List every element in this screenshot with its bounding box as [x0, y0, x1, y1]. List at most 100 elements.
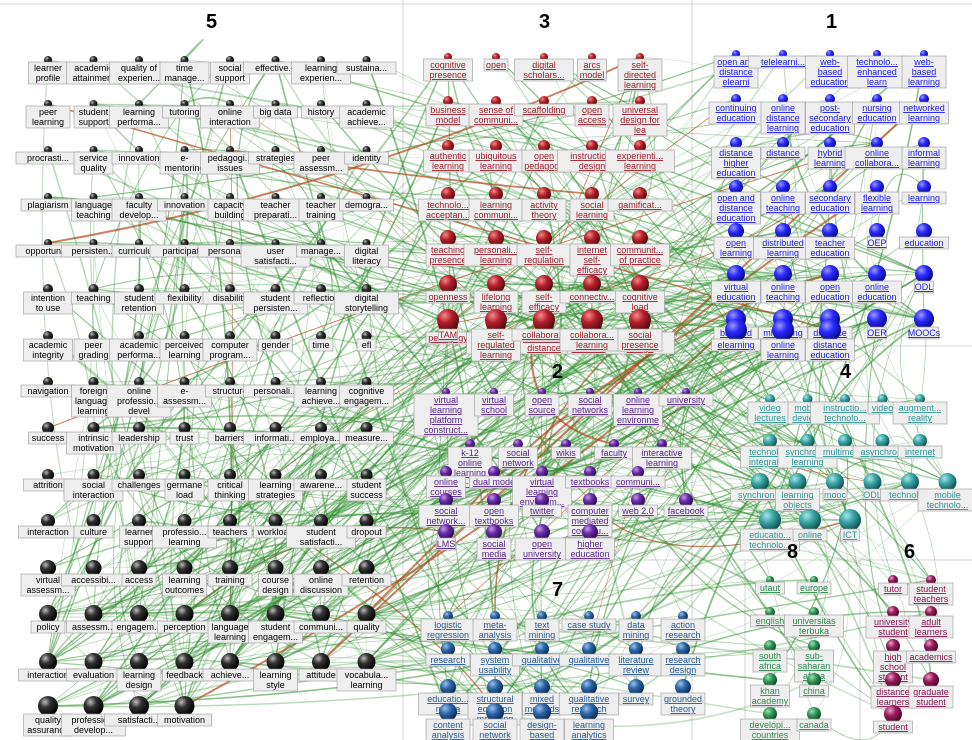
network-node[interactable]: OER — [867, 309, 887, 340]
network-node[interactable]: gender — [258, 331, 293, 352]
network-node[interactable]: engagem... — [111, 605, 167, 634]
network-node[interactable]: structure — [205, 377, 255, 398]
network-node[interactable]: faculty — [594, 439, 634, 460]
network-node[interactable]: developi...countries — [740, 707, 800, 740]
network-node[interactable]: LMS — [436, 524, 456, 551]
network-node[interactable]: learning — [901, 180, 947, 205]
network-node[interactable]: facebook — [663, 493, 709, 518]
network-node[interactable]: accessibi... — [61, 560, 126, 587]
network-node[interactable]: design-basedresearch — [519, 703, 565, 740]
network-node[interactable]: training — [207, 560, 253, 587]
network-node[interactable]: open — [483, 53, 509, 72]
network-node[interactable]: textbooks — [565, 466, 615, 489]
network-node[interactable]: trust — [169, 422, 200, 445]
network-node[interactable]: openness — [425, 275, 471, 304]
network-node[interactable]: employa... — [293, 422, 349, 445]
network-node[interactable]: professio...learning — [152, 514, 217, 549]
network-node[interactable]: teaching — [71, 284, 116, 305]
network-node[interactable]: mooc — [822, 473, 848, 502]
network-node[interactable]: ICT — [839, 509, 861, 542]
network-node[interactable]: attitude — [298, 653, 344, 682]
network-node[interactable]: tutoring — [162, 100, 207, 119]
network-node[interactable]: socialnetworkanalysis — [472, 703, 518, 740]
network-node[interactable]: university — [658, 388, 714, 407]
network-node[interactable]: academics — [906, 639, 956, 664]
network-node[interactable]: education — [899, 223, 949, 250]
network-node[interactable]: ODL — [862, 473, 883, 502]
network-node[interactable]: telelearni... — [748, 50, 818, 69]
network-node[interactable]: experienti...learning — [605, 140, 675, 173]
network-node[interactable]: technolo...acceptan... — [418, 187, 478, 222]
network-node[interactable]: MOOCs — [908, 309, 941, 340]
network-node[interactable]: measure... — [339, 422, 394, 445]
network-node[interactable]: dropout — [346, 514, 387, 539]
network-node[interactable]: barriers — [207, 422, 253, 445]
network-node[interactable]: connectiv... — [559, 275, 625, 304]
network-node[interactable]: culture — [73, 514, 114, 539]
network-node[interactable]: scaffolding — [514, 96, 574, 117]
network-node[interactable]: achieve... — [202, 653, 258, 682]
network-node[interactable]: innovation — [157, 193, 212, 212]
network-node[interactable]: case study — [561, 611, 617, 632]
network-node[interactable]: success — [28, 422, 68, 445]
network-node[interactable]: collabora...learning — [559, 309, 625, 352]
network-node[interactable]: tutor — [878, 575, 908, 596]
network-node[interactable]: big data — [253, 100, 298, 119]
network-node[interactable]: internet — [897, 434, 943, 459]
network-node[interactable]: persisten... — [61, 239, 126, 258]
network-node[interactable]: self-regulation — [516, 230, 572, 267]
network-node[interactable]: canada — [796, 707, 832, 732]
network-node[interactable]: wikis — [551, 439, 581, 460]
